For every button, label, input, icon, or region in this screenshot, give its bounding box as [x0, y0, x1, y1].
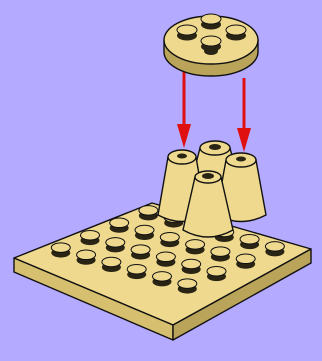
plate-stud	[152, 272, 171, 287]
plate-stud	[139, 206, 158, 221]
plate-stud	[51, 243, 70, 258]
round-plate-stud	[201, 14, 221, 30]
plate-stud	[110, 218, 129, 233]
plate-stud	[77, 250, 96, 265]
round-plate-stud	[201, 36, 221, 52]
plate-stud	[102, 257, 121, 272]
round-plate	[164, 14, 258, 76]
plate-stud	[135, 225, 154, 240]
plate-stud	[127, 264, 146, 279]
plate-stud	[186, 240, 205, 255]
plate-stud	[265, 242, 284, 257]
plate-stud	[182, 259, 201, 274]
plate-stud	[236, 254, 255, 269]
round-plate-stud	[177, 25, 197, 41]
plate-stud	[131, 245, 150, 260]
plate-stud	[160, 232, 179, 247]
plate-stud	[240, 234, 259, 249]
plate-stud	[80, 230, 99, 245]
round-plate-stud	[226, 25, 246, 41]
plate-stud	[106, 238, 125, 253]
plate-stud	[207, 266, 226, 281]
plate-stud	[156, 252, 175, 267]
plate-stud	[178, 279, 197, 294]
plate-stud	[211, 247, 230, 262]
